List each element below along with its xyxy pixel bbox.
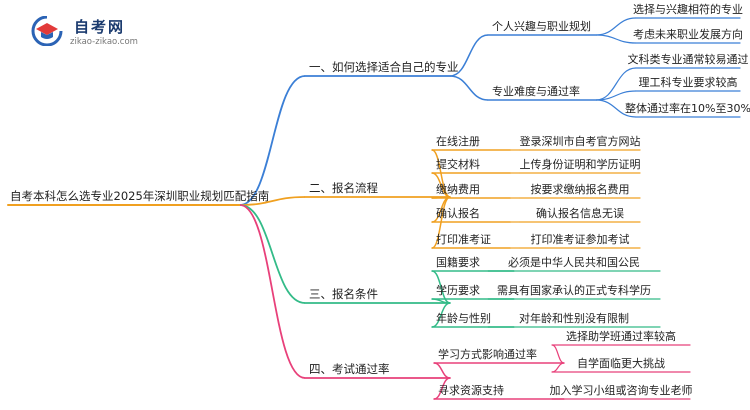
subtopic: 打印准考证 <box>436 232 491 246</box>
leaf-connector <box>595 17 637 36</box>
leaf-connector <box>595 99 637 118</box>
branch-topic: 四、考试通过率 <box>309 362 390 376</box>
subtopic: 专业难度与通过率 <box>492 84 580 98</box>
logo-url: zikao-zikao.com <box>70 37 138 47</box>
subtopic: 个人兴趣与职业规划 <box>492 19 591 33</box>
subtopic: 确认报名 <box>436 206 480 220</box>
subtopic: 国籍要求 <box>436 255 480 269</box>
graduation-cap-logo-icon <box>31 16 63 46</box>
branch-connector <box>239 75 306 206</box>
branch-topic: 一、如何选择适合自己的专业 <box>309 60 459 74</box>
branch-connector <box>239 204 306 379</box>
leaf-topic: 理工科专业要求较高 <box>639 75 738 89</box>
branch-topic: 二、报名流程 <box>309 181 378 195</box>
subtopic: 缴纳费用 <box>436 182 480 196</box>
subtopic-connector <box>433 362 451 379</box>
subtopic: 学习方式影响通过率 <box>438 347 537 361</box>
subtopic: 提交材料 <box>436 157 480 171</box>
leaf-topic: 整体通过率在10%至30% <box>625 101 750 115</box>
subtopic-connector <box>431 270 451 304</box>
leaf-connector <box>551 362 565 373</box>
leaf-connector <box>595 67 637 101</box>
branch-topic: 三、报名条件 <box>309 287 378 301</box>
subtopic-connector <box>449 75 489 101</box>
leaf-topic: 文科类专业通常较易通过 <box>628 52 749 66</box>
root-topic: 自考本科怎么选专业2025年深圳职业规划匹配指南 <box>10 189 269 203</box>
site-logo: 自考网 zikao-zikao.com <box>30 12 170 52</box>
branch-connector <box>239 196 306 206</box>
leaf-topic: 选择助学班通过率较高 <box>566 329 676 343</box>
leaf-topic: 按要求缴纳报名费用 <box>531 182 630 196</box>
leaf-topic: 考虑未来职业发展方向 <box>633 27 743 41</box>
logo-title: 自考网 <box>74 18 126 36</box>
leaf-topic: 加入学习小组或咨询专业老师 <box>550 383 693 397</box>
leaf-topic: 确认报名信息无误 <box>536 206 624 220</box>
leaf-topic: 需具有国家承认的正式专科学历 <box>497 283 651 297</box>
subtopic-connector <box>449 34 489 77</box>
leaf-topic: 对年龄和性别没有限制 <box>519 311 629 325</box>
leaf-topic: 上传身份证明和学历证明 <box>520 157 641 171</box>
subtopic: 年龄与性别 <box>436 311 491 325</box>
leaf-topic: 选择与兴趣相符的专业 <box>633 2 743 16</box>
subtopic-connector <box>431 196 451 249</box>
leaf-topic: 登录深圳市自考官方网站 <box>520 134 641 148</box>
subtopic: 寻求资源支持 <box>438 383 504 397</box>
leaf-connector <box>551 344 565 364</box>
leaf-connector <box>595 34 637 44</box>
subtopic: 在线注册 <box>436 134 480 148</box>
leaf-topic: 打印准考证参加考试 <box>531 232 630 246</box>
mindmap-nodes: 自考本科怎么选专业2025年深圳职业规划匹配指南 一、如何选择适合自己的专业 个人兴… <box>10 2 750 397</box>
branch-connector <box>239 204 306 304</box>
leaf-topic: 自学面临更大挑战 <box>577 356 665 370</box>
leaf-topic: 必须是中华人民共和国公民 <box>508 255 640 269</box>
subtopic: 学历要求 <box>436 283 480 297</box>
connector-lines <box>7 17 741 400</box>
